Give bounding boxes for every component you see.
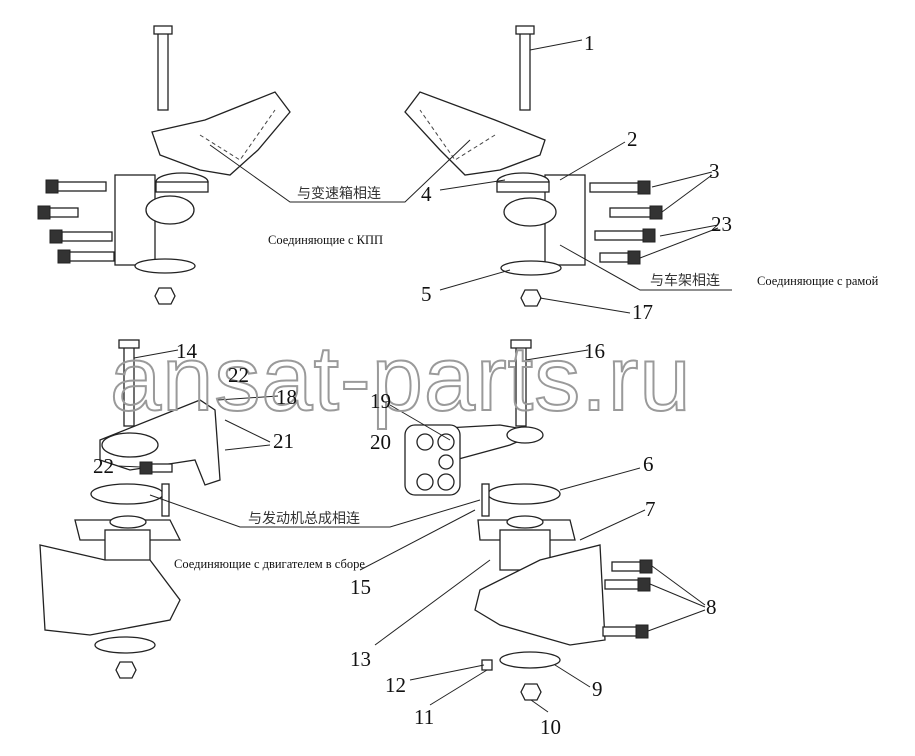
callout-numbers: 1 2 3 4 23 5 17 14 16 22 18 19 21 20 22 … — [93, 31, 732, 739]
callout-11: 11 — [414, 705, 434, 729]
callout-6: 6 — [643, 452, 654, 476]
bracket-body — [114, 174, 156, 266]
callout-4: 4 — [421, 182, 432, 206]
bottom-left-mount-assembly — [39, 339, 221, 679]
bracket — [99, 399, 221, 486]
callout-14: 14 — [176, 339, 198, 363]
callout-leaders — [117, 39, 719, 713]
bolts-left — [37, 179, 115, 264]
bolts-right — [589, 180, 663, 265]
callout-19: 19 — [370, 389, 391, 413]
note-transmission-ru: Соединяющие с КПП — [268, 233, 383, 247]
bolt — [519, 29, 531, 111]
callout-10: 10 — [540, 715, 561, 739]
callout-17: 17 — [632, 300, 653, 324]
callout-23: 23 — [711, 212, 732, 236]
nut — [154, 287, 176, 305]
callout-5: 5 — [421, 282, 432, 306]
note-frame-cn: 与车架相连 — [650, 272, 720, 289]
washer — [134, 258, 196, 274]
callout-16: 16 — [584, 339, 605, 363]
callout-7: 7 — [645, 497, 656, 521]
callout-18: 18 — [276, 385, 297, 409]
bolts-8 — [602, 559, 653, 639]
mount-bracket — [474, 544, 606, 646]
callout-3: 3 — [709, 159, 720, 183]
note-frame-ru: Соединяющие с рамой — [757, 274, 879, 288]
callout-22-bottom: 22 — [93, 454, 114, 478]
callout-13: 13 — [350, 647, 371, 671]
top-left-mount-assembly — [37, 25, 291, 305]
watermark: ansat-parts.ru — [110, 328, 692, 430]
callout-1: 1 — [584, 31, 595, 55]
mount-bracket — [39, 544, 181, 636]
bracket — [404, 91, 546, 176]
callout-15: 15 — [350, 575, 371, 599]
bolt — [157, 29, 169, 111]
note-transmission-cn: 与变速箱相连 — [297, 186, 381, 202]
callout-9: 9 — [592, 677, 603, 701]
callout-2: 2 — [627, 127, 638, 151]
callout-12: 12 — [385, 673, 406, 697]
callout-20: 20 — [370, 430, 391, 454]
callout-8: 8 — [706, 595, 717, 619]
callout-22-top: 22 — [228, 363, 249, 387]
bottom-right-mount-assembly — [404, 339, 653, 701]
callout-21: 21 — [273, 429, 294, 453]
washer — [90, 483, 164, 505]
top-right-mount-assembly — [404, 25, 663, 307]
note-engine-cn: 与发动机总成相连 — [248, 511, 360, 527]
bracket — [151, 91, 291, 176]
note-engine-ru: Соединяющие с двигателем в сборе — [174, 557, 365, 571]
bushing — [145, 195, 195, 225]
